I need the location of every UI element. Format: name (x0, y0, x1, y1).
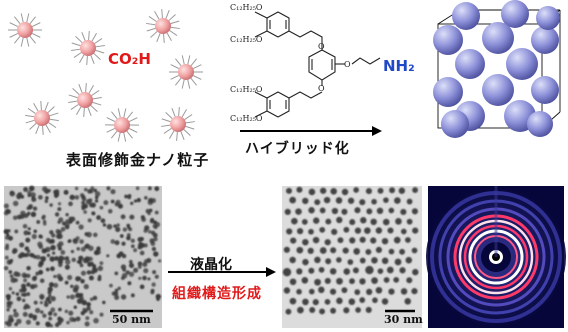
oxygen-atom-right: O (344, 60, 351, 69)
amine-group-label: NH₂ (383, 57, 415, 75)
xray-diffraction-pattern (426, 186, 566, 328)
scale-label-middle: 30 nm (384, 313, 423, 326)
hybridization-arrow (240, 126, 382, 136)
lattice-sphere (433, 77, 463, 107)
particles-caption: 表面修飾金ナノ粒子 (66, 151, 210, 169)
lattice-sphere (501, 0, 529, 28)
lattice-sphere (536, 6, 560, 30)
carboxylic-acid-label: CO₂H (108, 50, 151, 68)
cubic-lattice-structure (433, 0, 561, 138)
nanoparticle (161, 107, 195, 141)
scale-label-left: 50 nm (112, 313, 151, 326)
tem-image-disordered (3, 185, 162, 328)
lattice-sphere (452, 2, 480, 30)
alkoxy-chain-label-4: C₁₂H₂₅O (230, 114, 263, 123)
nanoparticle (146, 9, 180, 43)
lattice-sphere (441, 110, 469, 138)
nanoparticle (8, 13, 42, 47)
dendron-molecule-structure (254, 11, 381, 118)
gold-nanoparticles-illustration (8, 9, 204, 142)
lattice-sphere (506, 48, 538, 80)
liquid-crystallization-arrow (168, 267, 276, 277)
liquid-crystallization-label: 液晶化 (190, 257, 232, 273)
nanoparticle (168, 55, 204, 89)
tem-image-ordered (282, 186, 422, 328)
nanoparticle (25, 101, 59, 135)
oxygen-atom-upper: O (318, 42, 325, 51)
nanoparticle (104, 108, 140, 142)
lattice-sphere (433, 25, 463, 55)
lattice-sphere (482, 22, 514, 54)
lattice-sphere (482, 74, 514, 106)
lattice-sphere (527, 111, 553, 137)
structure-formation-label: 組織構造形成 (172, 286, 262, 302)
nanoparticle (68, 83, 102, 117)
nanoparticle (71, 31, 105, 65)
alkoxy-chain-label-1: C₁₂H₂₅O (230, 3, 263, 12)
lattice-sphere (455, 49, 485, 79)
alkoxy-chain-label-3: C₁₂H₂₅O (230, 85, 263, 94)
hybridization-label: ハイブリッド化 (245, 141, 350, 157)
oxygen-atom-lower: O (318, 84, 325, 93)
lattice-sphere (531, 26, 559, 54)
alkoxy-chain-label-2: C₁₂H₂₅O (230, 35, 263, 44)
lattice-sphere (531, 76, 559, 104)
